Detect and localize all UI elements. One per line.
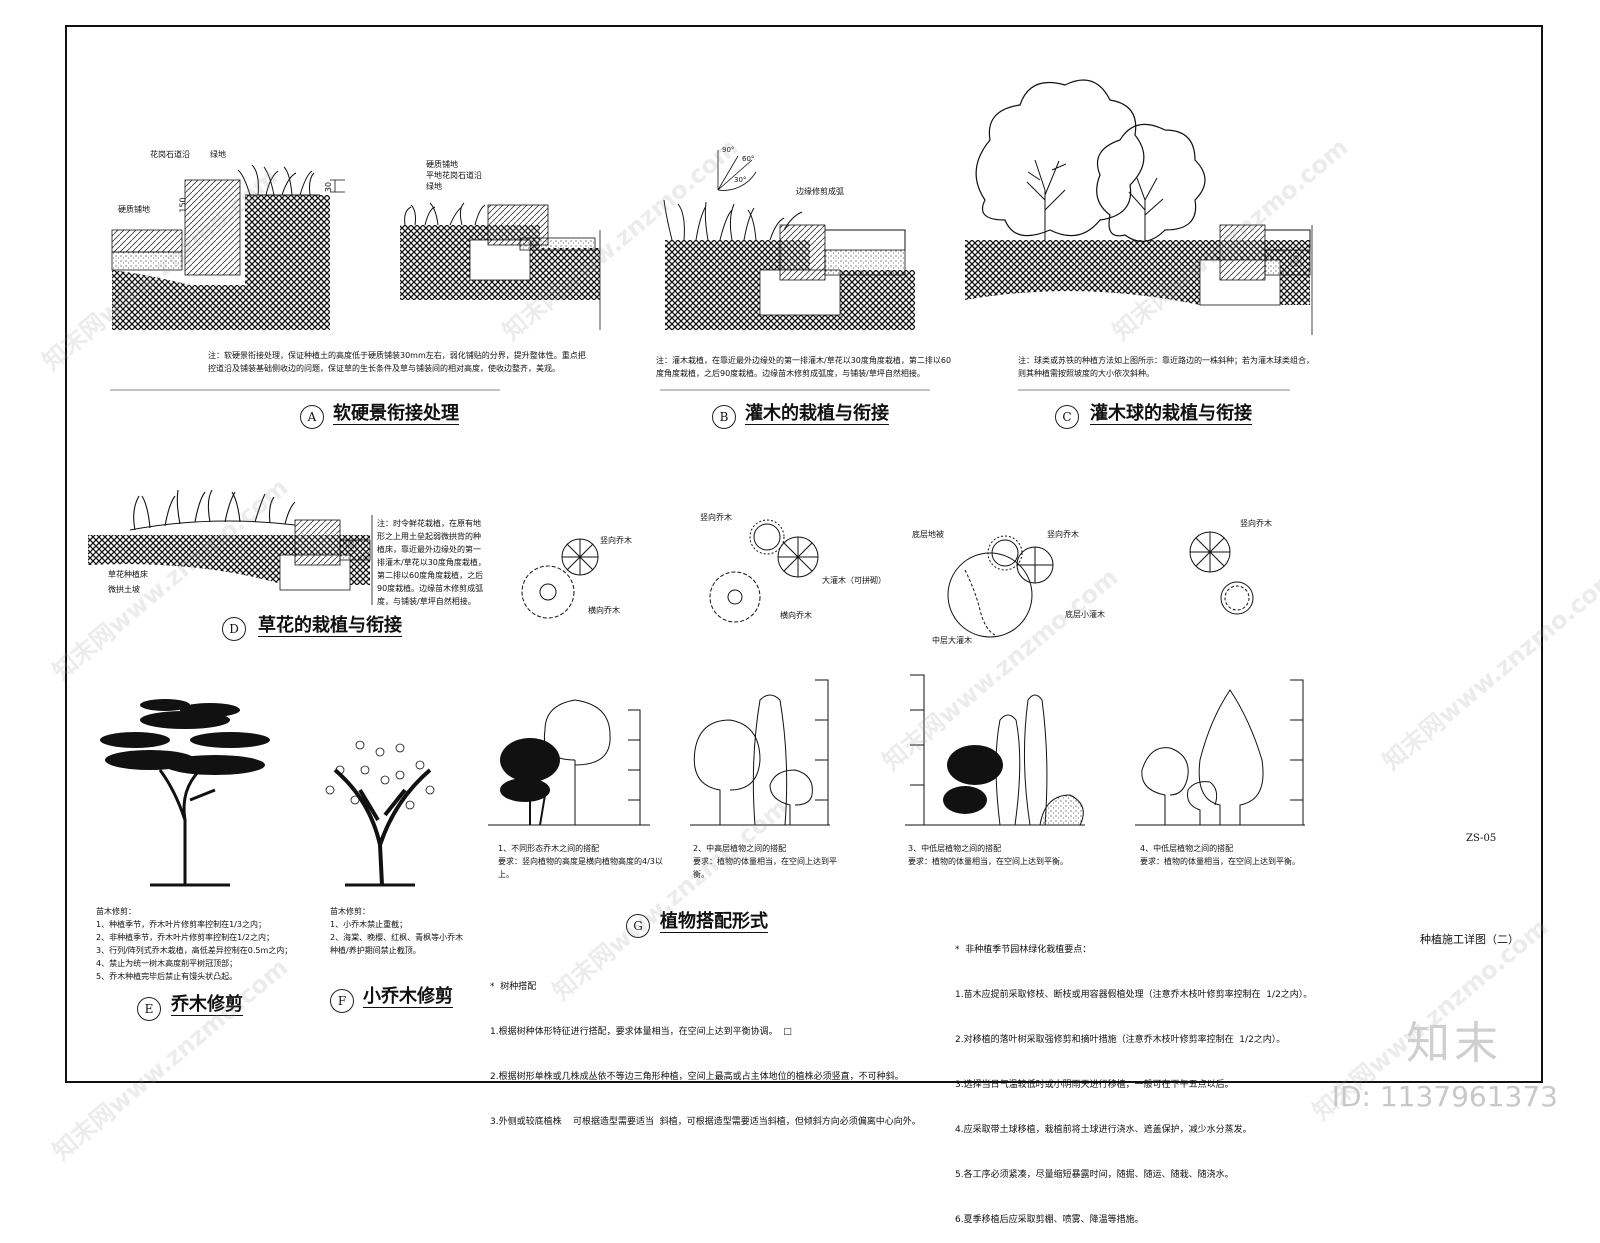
marker-a: A [300,405,324,429]
planting-combination-3 [905,674,1085,826]
planting-combination-1 [488,699,650,826]
g-item-3: 3、中低层植物之间的搭配要求：植物的体量相当，在空间上达到平衡。 [908,842,1093,868]
g-item-4: 4、中低层植物之间的搭配要求：植物的体量相当，在空间上达到平衡。 [1140,842,1325,868]
label-granite-curb: 花岗石道沿 [150,150,190,159]
plan3-label-small-shrub: 底层小灌木 [1065,610,1105,619]
drawing-code: ZS-05 [1466,833,1497,844]
g-item-1-title: 1、不同形态乔木之间的搭配 [498,844,600,853]
label-b2-curb: 平地花岗石道沿 [426,171,482,180]
note-f: 苗木修剪： 1、小乔木禁止重截； 2、海棠、晚樱、红枫、青枫等小乔木种植/养护期… [330,907,464,955]
notes-species-title: * 树种搭配 [490,982,537,992]
drawing-sheet: 花岗石道沿 绿地 硬质铺地 150 30 注：软硬景衔接处理，保证种植土的高度低… [37,25,1600,1225]
caption-a: 软硬景衔接处理 [333,403,459,424]
plan1-label-horizontal: 横向乔木 [588,606,620,615]
plan3-label-ground: 底层地被 [912,530,944,539]
g-item-2-title: 2、中高层植物之间的搭配 [693,844,787,853]
plan3-label-mid-shrub: 中层大灌木 [932,636,972,645]
marker-g: G [626,914,650,938]
caption-g: 植物搭配形式 [660,911,768,932]
label-edge-trim: 边缘修剪成弧 [796,187,844,196]
notes-offseason-title: * 非种植季节园林绿化栽植要点： [955,945,1092,955]
marker-b: B [712,405,736,429]
plan2-label-shrub: 大灌木（可拼砌） [822,576,886,585]
planting-combination-4 [1135,679,1305,826]
dim-150: 150 [178,197,188,213]
g-item-2: 2、中高层植物之间的搭配要求：植物的体量相当，在空间上达到平衡。 [693,842,848,881]
angle-90: 90° [722,146,735,154]
notes-species-line-1: 1.根据树种体形特征进行搭配，要求体量相当，在空间上达到平衡协调。 □ [490,1027,792,1037]
caption-c: 灌木球的栽植与衔接 [1090,403,1252,424]
notes-offseason-line-2: 2.对移植的落叶树采取强修剪和摘叶措施（注意乔木枝叶修剪率控制在 1/2之内）。 [955,1035,1286,1045]
g-item-4-req: 要求：植物的体量相当，在空间上达到平衡。 [1140,857,1300,866]
label-flower-bed: 草花种植床 [108,570,148,579]
g-item-4-title: 4、中低层植物之间的搭配 [1140,844,1234,853]
label-b2-paving: 硬质铺地 [426,160,458,169]
plan3-label-vertical: 竖向乔木 [1047,530,1079,539]
g-item-1-req: 要求：竖向植物的高度是横向植物高度的4/3以上。 [498,857,663,879]
caption-d: 草花的栽植与衔接 [258,615,402,636]
g-item-3-title: 3、中低层植物之间的搭配 [908,844,1002,853]
plan1-label-vertical: 竖向乔木 [600,536,632,545]
marker-f: F [330,989,354,1013]
label-green: 绿地 [210,150,226,159]
note-a: 注：软硬景衔接处理，保证种植土的高度低于硬质铺装30mm左右，弱化铺贴的分界，提… [208,351,586,373]
notes-species-block: * 树种搭配 1.根据树种体形特征进行搭配，要求体量相当，在空间上达到平衡协调。… [490,950,921,1145]
drawing-title: 种植施工详图（二） [1420,933,1519,946]
watermark-brand: 知末 [1406,1018,1502,1069]
label-b2-green: 绿地 [426,182,442,191]
section-a-detail [111,164,345,330]
dim-30: 30 [324,181,334,193]
angle-60: 60° [742,155,755,163]
notes-offseason-line-4: 4.应采取带土球移植，栽植前将土球进行浇水、遮盖保护，减少水分蒸发。 [955,1125,1252,1135]
section-c-detail [965,79,1313,335]
marker-e: E [137,997,161,1021]
notes-offseason-line-5: 5.各工序必须紧凑，尽量缩短暴露时间，随掘、随运、随栽、随浇水。 [955,1170,1234,1180]
label-hard-paving: 硬质铺地 [118,205,150,214]
plan-symbols [521,519,1254,638]
section-b-detail [599,150,915,330]
label-mound: 微拱土坡 [108,585,140,594]
caption-f: 小乔木修剪 [363,986,453,1007]
notes-offseason-line-6: 6.夏季移植后应采取剪棚、喷雾、降温等措施。 [955,1215,1144,1225]
watermark-id: ID: 1137961373 [1331,1080,1558,1113]
marker-d: D [222,617,246,641]
section-b-left-detail [400,202,600,300]
tree-e [100,699,270,887]
plan2-label-vertical: 竖向乔木 [700,513,732,522]
notes-offseason-line-1: 1.苗木应提前采取修枝、断枝或用容器假植处理（注意乔木枝叶修剪率控制在 1/2之… [955,990,1313,1000]
plan2-label-horizontal: 横向乔木 [780,611,812,620]
tree-f [325,740,435,887]
note-d: 注：时令鲜花栽植，在原有地形之上用土垒起弱微拱背的种植床，靠近最外边缘处的第一排… [377,519,486,606]
plan4-label-vertical: 竖向乔木 [1240,519,1272,528]
angle-30: 30° [734,176,747,184]
note-b: 注：灌木栽植，在靠近最外边缘处的第一排灌木/草花以30度角度栽植，第二排以60度… [656,356,952,378]
notes-species-line-3: 3.外侧或较底植株 可根据造型需要适当 斜植，可根据造型需要适当斜植，但倾斜方向… [490,1117,921,1127]
g-item-1: 1、不同形态乔木之间的搭配要求：竖向植物的高度是横向植物高度的4/3以上。 [498,842,663,881]
g-item-3-req: 要求：植物的体量相当，在空间上达到平衡。 [908,857,1068,866]
construction-drawing [65,25,1543,1083]
caption-e: 乔木修剪 [171,994,243,1015]
notes-offseason-block: * 非种植季节园林绿化栽植要点： 1.苗木应提前采取修枝、断枝或用容器假植处理（… [955,913,1312,1243]
note-e: 苗木修剪： 1、种植季节，乔木叶片修剪率控制在1/3之内； 2、非种植季节，乔木… [96,907,293,981]
caption-b: 灌木的栽植与衔接 [745,403,889,424]
marker-c: C [1055,405,1079,429]
note-c: 注：球类或苏铁的种植方法如上图所示：靠近路边的一株斜种；若为灌木球类组合，则其种… [1018,356,1314,378]
section-d-detail [88,489,373,605]
planting-combination-2 [690,679,830,826]
notes-offseason-line-3: 3.选择当日气温较低时或小阴雨天进行移植，一般可在下午五点以后。 [955,1080,1234,1090]
g-item-2-req: 要求：植物的体量相当，在空间上达到平衡。 [693,857,837,879]
notes-species-line-2: 2.根据树形单株或几株成丛依不等边三角形种植，空间上最高或占主体地位的植株必须竖… [490,1072,904,1082]
